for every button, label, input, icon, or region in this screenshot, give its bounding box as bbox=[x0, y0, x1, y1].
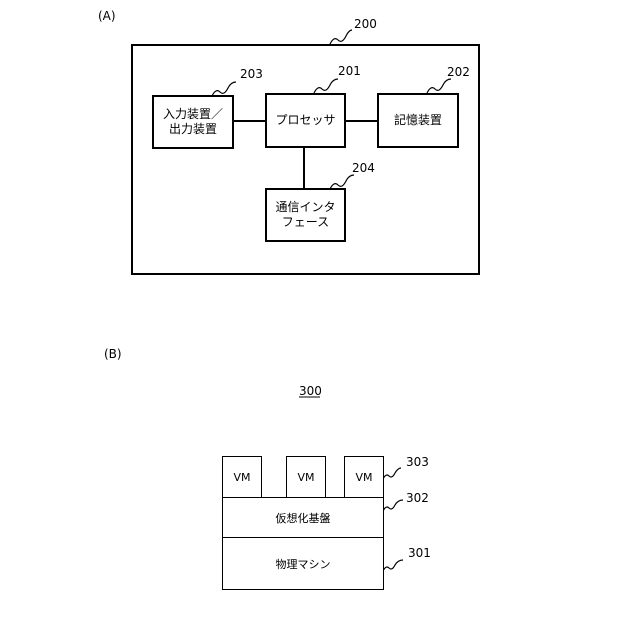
ref-301: 301 bbox=[408, 546, 431, 560]
vm-label: VM bbox=[355, 471, 372, 484]
leader-303 bbox=[383, 468, 401, 479]
ref-201: 201 bbox=[338, 64, 361, 78]
panel-b-label: (B) bbox=[104, 347, 122, 361]
physical-machine-label: 物理マシン bbox=[276, 556, 331, 572]
comm-interface-line1: 通信インタ bbox=[275, 200, 335, 215]
panel-a-label: (A) bbox=[98, 9, 116, 23]
vm-box-2: VM bbox=[286, 456, 326, 498]
processor-box: プロセッサ bbox=[265, 93, 346, 148]
physical-machine-box: 物理マシン bbox=[222, 537, 384, 590]
ref-200: 200 bbox=[354, 17, 377, 31]
vm-box-1: VM bbox=[222, 456, 262, 498]
storage-box: 記憶装置 bbox=[377, 93, 459, 148]
storage-label: 記憶装置 bbox=[394, 113, 442, 128]
vm-label: VM bbox=[297, 471, 314, 484]
ref-204: 204 bbox=[352, 161, 375, 175]
virtualization-platform-box: 仮想化基盤 bbox=[222, 497, 384, 538]
io-device-line2: 出力装置 bbox=[163, 122, 223, 137]
ref-303: 303 bbox=[406, 455, 429, 469]
vm-label: VM bbox=[233, 471, 250, 484]
leader-200 bbox=[330, 30, 352, 44]
processor-label: プロセッサ bbox=[275, 113, 335, 128]
io-device-box: 入力装置／ 出力装置 bbox=[152, 95, 234, 149]
ref-203: 203 bbox=[240, 67, 263, 81]
leader-301 bbox=[383, 560, 403, 571]
comm-interface-line2: フェース bbox=[275, 215, 335, 230]
comm-interface-box: 通信インタ フェース bbox=[265, 188, 346, 242]
vm-box-3: VM bbox=[344, 456, 384, 498]
ref-202: 202 bbox=[447, 65, 470, 79]
io-device-line1: 入力装置／ bbox=[163, 107, 223, 122]
virtualization-platform-label: 仮想化基盤 bbox=[276, 510, 331, 526]
ref-300: 300 bbox=[299, 384, 322, 398]
leader-302 bbox=[383, 500, 403, 511]
ref-302: 302 bbox=[406, 491, 429, 505]
